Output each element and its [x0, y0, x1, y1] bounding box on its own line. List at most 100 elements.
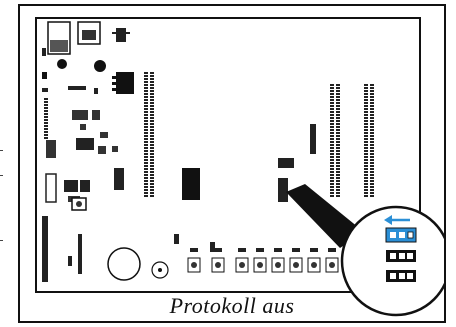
- header-pin: [364, 165, 368, 167]
- buzzer: [107, 247, 141, 281]
- header-pin: [150, 180, 154, 182]
- header-pin: [144, 120, 148, 122]
- header-pin: [144, 144, 148, 146]
- header-pin: [330, 195, 334, 197]
- circuit-board: [35, 17, 444, 317]
- header-pin: [370, 141, 374, 143]
- header-pin: [144, 165, 148, 167]
- margin-tick: [0, 175, 3, 176]
- button-label-resistor: [274, 248, 282, 252]
- header-pin: [364, 123, 368, 125]
- header-pin: [370, 102, 374, 104]
- header-pin: [144, 162, 148, 164]
- header-pin: [330, 132, 334, 134]
- header-pin: [336, 102, 340, 104]
- header-pin: [150, 165, 154, 167]
- header-pin: [330, 114, 334, 116]
- header-pin: [144, 108, 148, 110]
- header-pin: [336, 123, 340, 125]
- header-pin: [364, 138, 368, 140]
- header-pin: [330, 135, 334, 137]
- magnifier-pointer: [286, 184, 364, 248]
- header-pin: [150, 189, 154, 191]
- header-pin: [144, 132, 148, 134]
- button-label-resistor: [214, 248, 222, 252]
- button-label-resistor: [256, 248, 264, 252]
- pin: [44, 125, 48, 127]
- header-pin: [370, 129, 374, 131]
- header-pin: [150, 72, 154, 74]
- header-pin: [364, 180, 368, 182]
- header-pin: [144, 177, 148, 179]
- header-pin: [364, 105, 368, 107]
- header-pin: [336, 156, 340, 158]
- header-pin: [144, 99, 148, 101]
- header-pin: [144, 159, 148, 161]
- header-pin: [370, 162, 374, 164]
- pin: [44, 104, 48, 106]
- pin: [44, 128, 48, 130]
- header-pin: [336, 171, 340, 173]
- header-pin: [150, 102, 154, 104]
- header-pin: [336, 87, 340, 89]
- header-pin: [370, 147, 374, 149]
- button-cap: [275, 262, 281, 268]
- crystal: [116, 28, 126, 42]
- header-pin: [364, 84, 368, 86]
- margin-tick: [0, 240, 3, 241]
- header-pin: [364, 177, 368, 179]
- header-pin: [370, 159, 374, 161]
- header-pin: [370, 105, 374, 107]
- header-pin: [330, 186, 334, 188]
- potentiometer: [151, 261, 169, 279]
- header-pin: [364, 174, 368, 176]
- header-pin: [336, 117, 340, 119]
- header-pin: [144, 189, 148, 191]
- header-pin: [150, 129, 154, 131]
- header-pin: [144, 72, 148, 74]
- header-pin: [330, 87, 334, 89]
- regulator: [116, 72, 134, 94]
- pin-header-left: [44, 98, 48, 139]
- header-pin: [370, 132, 374, 134]
- header-pin: [150, 174, 154, 176]
- power-connector: [77, 21, 101, 45]
- arrow-left-icon: [384, 215, 410, 225]
- button-label-resistor: [238, 248, 246, 252]
- header-pin: [144, 96, 148, 98]
- header-pin: [144, 147, 148, 149]
- button-cap: [293, 262, 299, 268]
- header-pin: [144, 129, 148, 131]
- pin: [44, 134, 48, 136]
- header-pin: [150, 147, 154, 149]
- button-cap: [215, 262, 221, 268]
- header-pin: [150, 123, 154, 125]
- header-pin: [364, 195, 368, 197]
- header-pin: [150, 156, 154, 158]
- header-pin: [336, 144, 340, 146]
- header-pin: [336, 195, 340, 197]
- header-pin: [144, 186, 148, 188]
- header-pin: [150, 108, 154, 110]
- board-outline: [35, 17, 421, 293]
- margin-tick: [0, 150, 3, 151]
- ic-chip-right: [278, 178, 288, 202]
- header-pin: [144, 156, 148, 158]
- header-pin: [150, 111, 154, 113]
- header-pin: [370, 180, 374, 182]
- header-pin: [330, 162, 334, 164]
- header-pin: [370, 165, 374, 167]
- header-pin: [144, 78, 148, 80]
- header-pin: [330, 171, 334, 173]
- pin: [44, 137, 48, 139]
- jumper-1: [385, 227, 417, 243]
- pin: [44, 101, 48, 103]
- header-pin: [150, 84, 154, 86]
- header-pin: [336, 120, 340, 122]
- header-pin: [330, 180, 334, 182]
- header-pin: [336, 99, 340, 101]
- header-pin: [330, 150, 334, 152]
- header-pin: [364, 183, 368, 185]
- header-pin: [144, 102, 148, 104]
- button-label-resistor: [190, 248, 198, 252]
